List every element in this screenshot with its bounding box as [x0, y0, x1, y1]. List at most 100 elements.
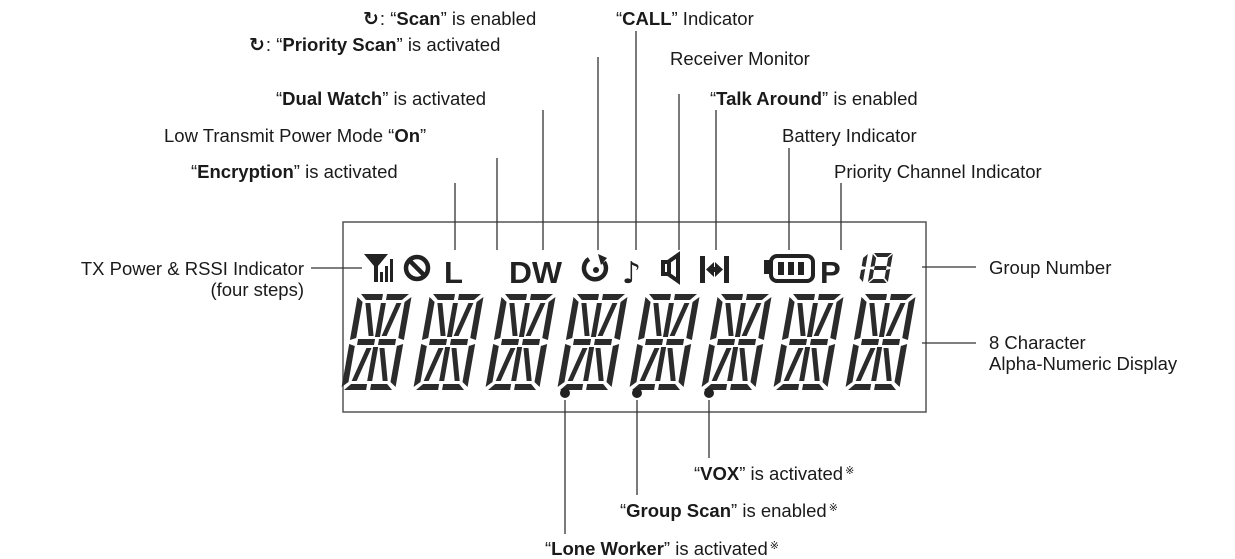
- segment-diag-ul: [869, 303, 878, 336]
- segment-left-upper: [493, 297, 507, 340]
- segment-left-upper: [637, 297, 651, 340]
- segment-diag-lr: [811, 348, 820, 381]
- segment-diag-ul: [509, 303, 518, 336]
- priority-scan-symbol-icon: ↻: [249, 35, 265, 56]
- digit-segment-e: [867, 269, 875, 282]
- digit-segment-g: [874, 266, 887, 270]
- vox-dot: [704, 388, 714, 398]
- segment-bottom-right: [874, 384, 897, 390]
- digit-segment-b: [861, 254, 868, 267]
- digit-segment-c: [859, 269, 866, 282]
- segment-center-lower: [727, 347, 739, 381]
- lcd-character: [773, 294, 844, 390]
- segment-top-right: [817, 294, 841, 300]
- monitor-speaker-icon: [661, 251, 680, 285]
- segment-bottom-left: [848, 384, 872, 390]
- segment-left-lower: [485, 344, 499, 387]
- segment-mid-right: [450, 339, 469, 345]
- segment-center-upper: [806, 303, 818, 337]
- label-low-power: Low Transmit Power Mode “On”: [164, 125, 427, 146]
- segment-top-left: [433, 294, 455, 300]
- segment-diag-ur: [741, 303, 762, 336]
- segment-bottom-right: [658, 384, 681, 390]
- label-scan: ↻: “Scan” is enabled: [363, 8, 537, 30]
- segment-diag-lr: [379, 348, 388, 381]
- segment-diag-lr: [523, 348, 532, 381]
- label-receiver-monitor: Receiver Monitor: [670, 48, 810, 69]
- label-priority-channel: Priority Channel Indicator: [834, 161, 1042, 182]
- segment-bottom-right: [442, 384, 465, 390]
- lone-worker-dot: [560, 388, 570, 398]
- segment-diag-lr: [595, 348, 604, 381]
- call-icon: ♪: [622, 256, 641, 291]
- segment-left-lower: [701, 344, 715, 387]
- segment-mid-right: [666, 339, 685, 345]
- segment-mid-right: [378, 339, 397, 345]
- segment-left-upper: [349, 297, 363, 340]
- segment-top-left: [649, 294, 671, 300]
- segment-mid-right: [810, 339, 829, 345]
- group-digit: [867, 253, 893, 283]
- segment-diag-ul: [365, 303, 374, 336]
- segment-bottom-right: [586, 384, 609, 390]
- segment-mid-right: [522, 339, 541, 345]
- segment-diag-ll: [711, 348, 732, 381]
- label-priority-scan: ↻: “Priority Scan” is activated: [249, 34, 501, 56]
- segment-bottom-right: [802, 384, 825, 390]
- group-scan-dot: [632, 388, 642, 398]
- segment-top-left: [505, 294, 527, 300]
- lcd-frame: [342, 221, 927, 413]
- segment-left-lower: [413, 344, 427, 387]
- scan-icon: [581, 257, 609, 282]
- segment-diag-ur: [453, 303, 474, 336]
- segment-right-upper: [758, 297, 772, 340]
- segment-mid-left: [501, 339, 520, 345]
- digit-segment-f: [870, 254, 877, 267]
- talk-around-icon: [700, 256, 729, 283]
- segment-diag-lr: [667, 348, 676, 381]
- segment-diag-ur: [813, 303, 834, 336]
- segment-top-right: [457, 294, 481, 300]
- segment-bottom-left: [344, 384, 368, 390]
- segment-center-lower: [583, 347, 595, 381]
- segment-left-upper: [421, 297, 435, 340]
- segment-right-upper: [542, 297, 556, 340]
- segment-left-lower: [845, 344, 859, 387]
- digit-segment-d: [868, 279, 887, 283]
- segment-center-lower: [799, 347, 811, 381]
- segment-diag-ul: [581, 303, 590, 336]
- label-lone-worker: “Lone Worker” is activated※: [545, 538, 779, 559]
- segment-diag-ll: [423, 348, 444, 381]
- segment-diag-ll: [495, 348, 516, 381]
- scan-dot: [593, 267, 599, 273]
- segment-diag-lr: [451, 348, 460, 381]
- digit-segment-b: [886, 254, 893, 267]
- segment-center-upper: [590, 303, 602, 337]
- label-battery: Battery Indicator: [782, 125, 917, 146]
- segment-top-left: [721, 294, 743, 300]
- label-group-number: Group Number: [989, 257, 1112, 278]
- segment-top-right: [385, 294, 409, 300]
- segment-bottom-right: [370, 384, 393, 390]
- lcd-character: [485, 294, 556, 390]
- label-encryption: “Encryption” is activated: [191, 161, 398, 182]
- segment-left-lower: [341, 344, 355, 387]
- segment-diag-ll: [351, 348, 372, 381]
- segment-top-right: [601, 294, 625, 300]
- segment-bottom-left: [488, 384, 512, 390]
- segment-mid-left: [573, 339, 592, 345]
- lcd-character: [701, 294, 772, 390]
- segment-left-upper: [781, 297, 795, 340]
- segment-top-right: [745, 294, 769, 300]
- group-digit: [859, 254, 868, 282]
- segment-top-left: [361, 294, 383, 300]
- segment-top-left: [793, 294, 815, 300]
- segment-right-upper: [398, 297, 412, 340]
- alphanumeric-display: [341, 294, 916, 390]
- segment-center-lower: [655, 347, 667, 381]
- segment-center-upper: [446, 303, 458, 337]
- segment-diag-lr: [739, 348, 748, 381]
- label-tx-power: TX Power & RSSI Indicator (four steps): [80, 258, 304, 300]
- segment-center-lower: [511, 347, 523, 381]
